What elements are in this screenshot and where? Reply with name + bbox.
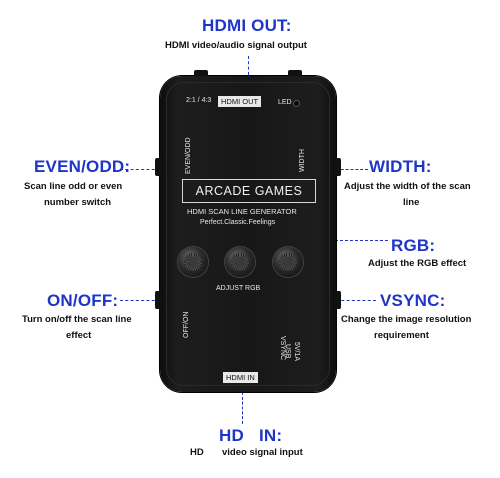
hdmi-out-title: HDMI OUT: bbox=[202, 16, 292, 35]
hd-in-leader bbox=[242, 392, 243, 424]
rgb-knob-left[interactable] bbox=[178, 247, 208, 277]
hd-in-description-b: video signal input bbox=[222, 447, 303, 458]
hd-in-title-b: IN: bbox=[259, 426, 283, 445]
tagline: Perfect.Classic.Feelings bbox=[200, 219, 276, 226]
led-label: LED bbox=[278, 99, 292, 106]
width-title: WIDTH: bbox=[369, 157, 432, 176]
width-description-line1: Adjust the width of the scan bbox=[344, 181, 471, 192]
rgb-description: Adjust the RGB effect bbox=[368, 258, 467, 269]
width-leader bbox=[336, 169, 368, 170]
hdmi-out-port[interactable] bbox=[194, 70, 208, 76]
usb-label: USB bbox=[284, 344, 291, 359]
even-odd-description-line2: number switch bbox=[44, 197, 112, 208]
on-off-description-line2: effect bbox=[66, 330, 92, 341]
rgb-title: RGB: bbox=[391, 236, 436, 255]
on-off-description-line1: Turn on/off the scan line bbox=[22, 314, 132, 325]
width-switch[interactable] bbox=[335, 158, 341, 176]
vsync-description-line2: requirement bbox=[374, 330, 429, 341]
hdmi-in-label: HDMI IN bbox=[223, 372, 258, 383]
even-odd-title: EVEN/ODD: bbox=[34, 157, 131, 176]
usb-power-label: 5V/1A bbox=[293, 342, 300, 362]
rgb-knob-center[interactable] bbox=[225, 247, 255, 277]
aspect-ratio-label: 2:1 / 4:3 bbox=[186, 97, 212, 104]
vsync-leader bbox=[336, 300, 376, 301]
hdmi-out-description: HDMI video/audio signal output bbox=[165, 40, 307, 51]
vsync-switch[interactable] bbox=[335, 291, 341, 309]
led-indicator bbox=[293, 100, 300, 107]
even-odd-label: EVEN/ODD bbox=[185, 137, 192, 174]
on-off-switch[interactable] bbox=[155, 291, 161, 309]
width-label: WIDTH bbox=[299, 149, 306, 172]
off-on-label: OFF/ON bbox=[183, 311, 190, 338]
product-name: HDMI SCAN LINE GENERATOR bbox=[187, 207, 297, 216]
vsync-title: VSYNC: bbox=[380, 291, 446, 310]
hd-in-description-a: HD bbox=[190, 447, 204, 458]
scan-line-generator-device: 2:1 / 4:3 HDMI OUT LED EVEN/ODD WIDTH AR… bbox=[155, 70, 341, 392]
on-off-title: ON/OFF: bbox=[47, 291, 119, 310]
on-off-leader bbox=[120, 300, 160, 301]
device-faceplate-border bbox=[166, 82, 330, 386]
brand-label: ARCADE GAMES bbox=[182, 179, 316, 203]
hdmi-out-label: HDMI OUT bbox=[218, 96, 262, 107]
even-odd-leader bbox=[120, 169, 160, 170]
hd-in-title-a: HD bbox=[219, 426, 244, 445]
rgb-knob-right[interactable] bbox=[273, 247, 303, 277]
adjust-rgb-label: ADJUST RGB bbox=[216, 285, 261, 292]
width-description-line2: line bbox=[403, 197, 420, 208]
even-odd-switch[interactable] bbox=[155, 158, 161, 176]
vsync-description-line1: Change the image resolution bbox=[341, 314, 472, 325]
hdmi-out-port-right[interactable] bbox=[288, 70, 302, 76]
even-odd-description-line1: Scan line odd or even bbox=[24, 181, 123, 192]
